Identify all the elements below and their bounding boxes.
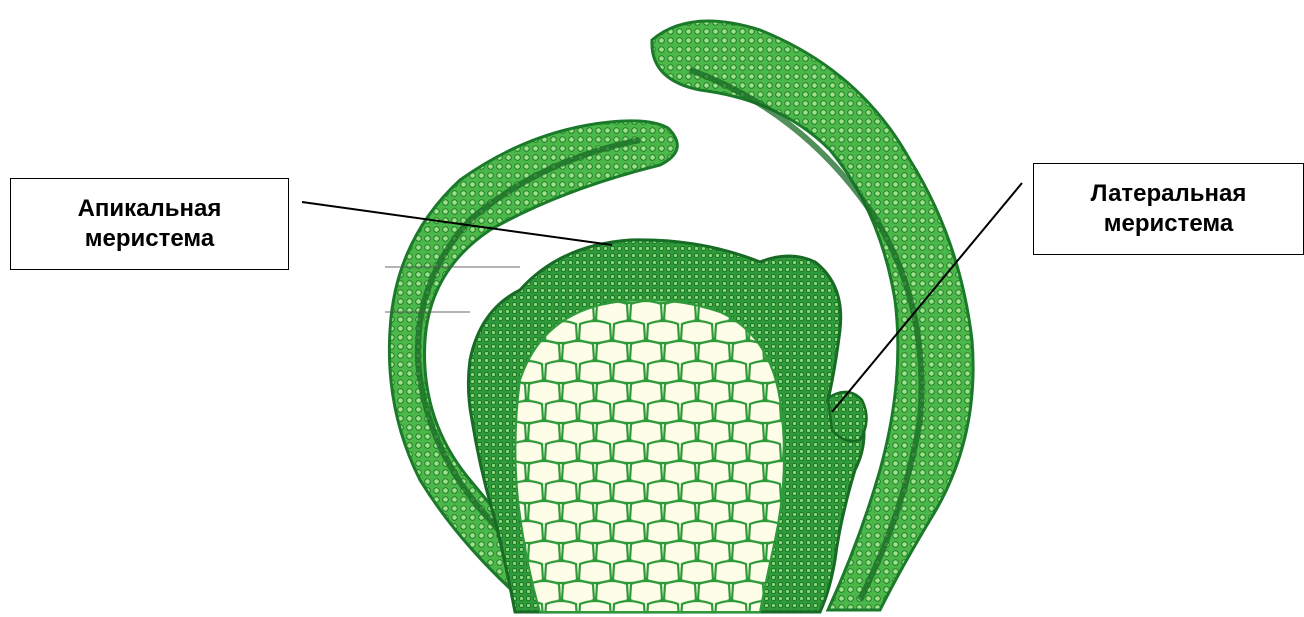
lateral-meristem-label: Латеральная меристема <box>1033 163 1304 255</box>
apical-meristem-label: Апикальная меристема <box>10 178 289 270</box>
lateral-label-line2: меристема <box>1104 209 1233 239</box>
parenchyma-core <box>515 300 784 612</box>
apical-label-line2: меристема <box>85 224 214 254</box>
lateral-label-line1: Латеральная <box>1091 179 1247 209</box>
apical-label-line1: Апикальная <box>78 194 222 224</box>
